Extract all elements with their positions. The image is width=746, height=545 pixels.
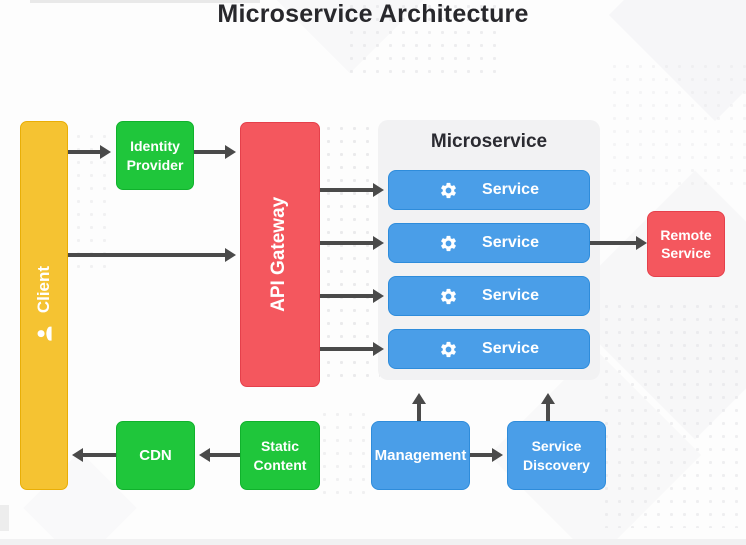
microservice-group-title: Microservice <box>430 131 548 152</box>
background-bottom-strip <box>0 539 746 545</box>
node-service-2: Service <box>388 223 590 263</box>
arrow-management-to-service-discovery <box>470 448 503 462</box>
gear-icon <box>439 287 458 306</box>
background-top-streak <box>30 0 260 3</box>
arrow-service-2-to-remote-service <box>590 236 647 250</box>
arrow-client-to-identity-provider <box>68 145 111 159</box>
arrow-management-to-microservice <box>412 393 426 421</box>
node-api-gateway-label: API Gateway <box>268 196 290 313</box>
arrow-api-gateway-to-service-2 <box>320 236 384 250</box>
arrow-api-gateway-to-service-4 <box>320 342 384 356</box>
background-dot-grid <box>322 122 380 380</box>
node-cdn: CDN <box>116 421 195 490</box>
node-service-1: Service <box>388 170 590 210</box>
person-icon <box>34 324 55 345</box>
background-dot-grid <box>318 408 374 500</box>
node-static-content: Static Content <box>240 421 320 490</box>
node-service-4: Service <box>388 329 590 369</box>
background-dot-grid <box>608 60 746 190</box>
node-service-label: Service <box>482 233 539 251</box>
node-api-gateway: API Gateway <box>240 122 320 387</box>
node-management-label: Management <box>374 446 467 464</box>
gear-icon <box>439 234 458 253</box>
node-service-label: Service <box>482 180 539 198</box>
arrow-static-content-to-cdn <box>199 448 240 462</box>
node-client: Client <box>20 121 68 490</box>
node-service-discovery: Service Discovery <box>507 421 606 490</box>
node-client-label: Client <box>33 266 53 314</box>
gear-icon <box>439 181 458 200</box>
node-identity-provider: Identity Provider <box>116 121 194 190</box>
arrow-api-gateway-to-service-3 <box>320 289 384 303</box>
arrow-api-gateway-to-service-1 <box>320 183 384 197</box>
background-corner-square <box>0 505 9 531</box>
diagram-title: Microservice Architecture <box>217 0 529 28</box>
node-service-3: Service <box>388 276 590 316</box>
gear-icon <box>439 340 458 359</box>
arrow-service-discovery-to-microservice <box>541 393 555 421</box>
node-static-content-label: Static Content <box>253 438 307 473</box>
node-identity-provider-label: Identity Provider <box>126 138 184 173</box>
node-remote-service: Remote Service <box>647 211 725 277</box>
arrow-cdn-to-client <box>72 448 116 462</box>
node-management: Management <box>371 421 470 490</box>
node-service-discovery-label: Service Discovery <box>523 438 590 473</box>
background-dot-grid <box>600 300 746 528</box>
node-service-label: Service <box>482 339 539 357</box>
node-cdn-label: CDN <box>139 446 172 464</box>
arrow-client-to-api-gateway <box>68 248 236 262</box>
arrow-identity-provider-to-api-gateway <box>194 145 236 159</box>
node-service-label: Service <box>482 286 539 304</box>
node-remote-service-label: Remote Service <box>660 226 712 261</box>
background-dot-grid <box>345 0 500 78</box>
